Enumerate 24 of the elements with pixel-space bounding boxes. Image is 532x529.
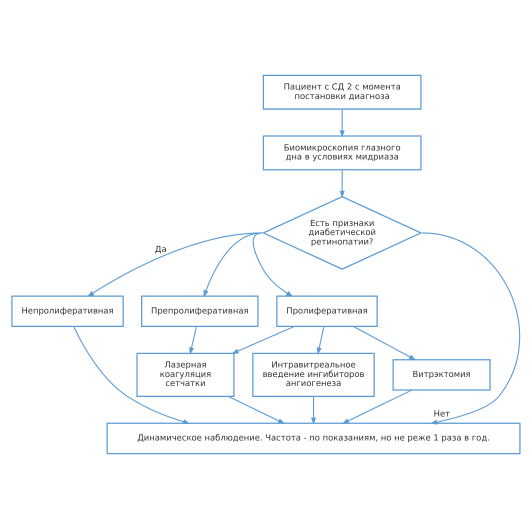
node-box: Препролиферативная bbox=[141, 295, 259, 328]
node-diamond: Есть признаки диабетической ретинопатии? bbox=[262, 196, 422, 270]
edge-label: Нет bbox=[434, 408, 450, 418]
arrow bbox=[342, 390, 412, 424]
arrow bbox=[340, 109, 345, 138]
arrow bbox=[189, 326, 198, 355]
node-box: Пациент с СД 2 с момента постановки диагноза bbox=[262, 74, 422, 110]
node-box: Интравитреальное введение ингибиторов ангиогенеза bbox=[252, 352, 375, 397]
node-box: Пролиферативная bbox=[276, 295, 378, 328]
arrow bbox=[73, 326, 190, 424]
arrow bbox=[316, 326, 324, 355]
node-box: Биомикроскопия глазного дна в условиях мидриаза bbox=[262, 135, 422, 170]
arrow bbox=[252, 232, 294, 297]
node-box: Витрэктомия bbox=[392, 359, 491, 391]
edge-label: Да bbox=[154, 244, 167, 254]
node-box: Непролиферативная bbox=[11, 295, 124, 328]
node-box: Динамическое наблюдение. Частота - по показаниям, но не реже 1 раза в год. bbox=[106, 422, 521, 454]
node-box: Лазерная коагуляция сетчатки bbox=[136, 352, 235, 397]
arrow bbox=[340, 170, 345, 198]
arrow bbox=[231, 326, 294, 354]
arrow bbox=[353, 326, 416, 360]
arrow bbox=[422, 232, 520, 425]
arrow bbox=[228, 396, 286, 424]
arrow bbox=[310, 396, 316, 425]
